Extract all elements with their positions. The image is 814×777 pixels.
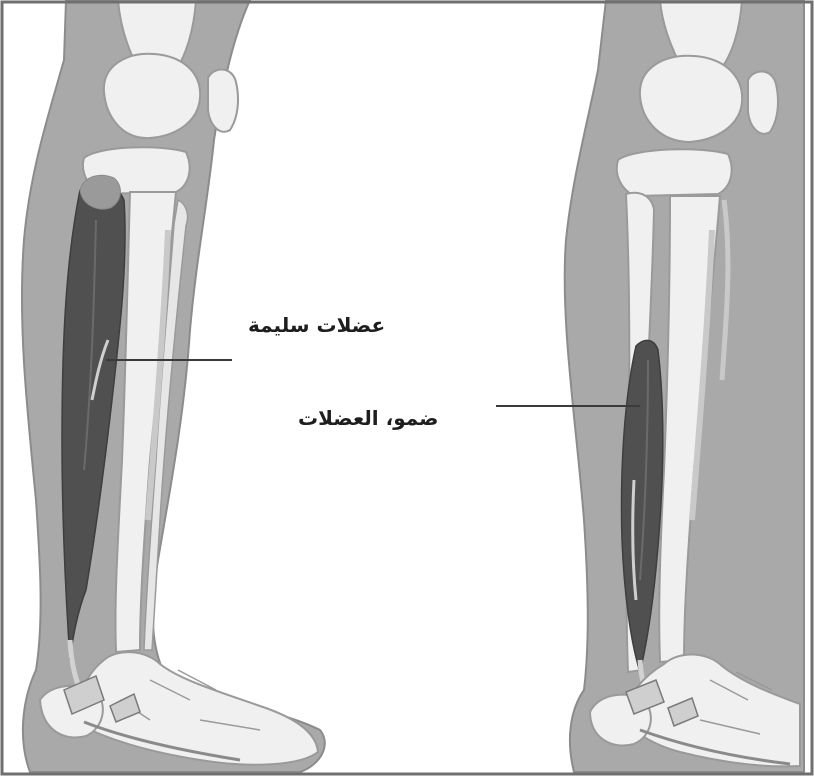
right-patella xyxy=(748,71,778,133)
healthy-muscles-label: عضلات سليمة xyxy=(248,313,385,337)
left-knee-condyle xyxy=(104,54,200,138)
right-leg-atrophy xyxy=(565,0,804,772)
left-patella xyxy=(208,69,238,131)
right-knee-condyle xyxy=(640,56,742,142)
muscle-atrophy-label: ضمو، العضلات xyxy=(298,406,438,430)
right-tibia-head xyxy=(617,149,732,196)
